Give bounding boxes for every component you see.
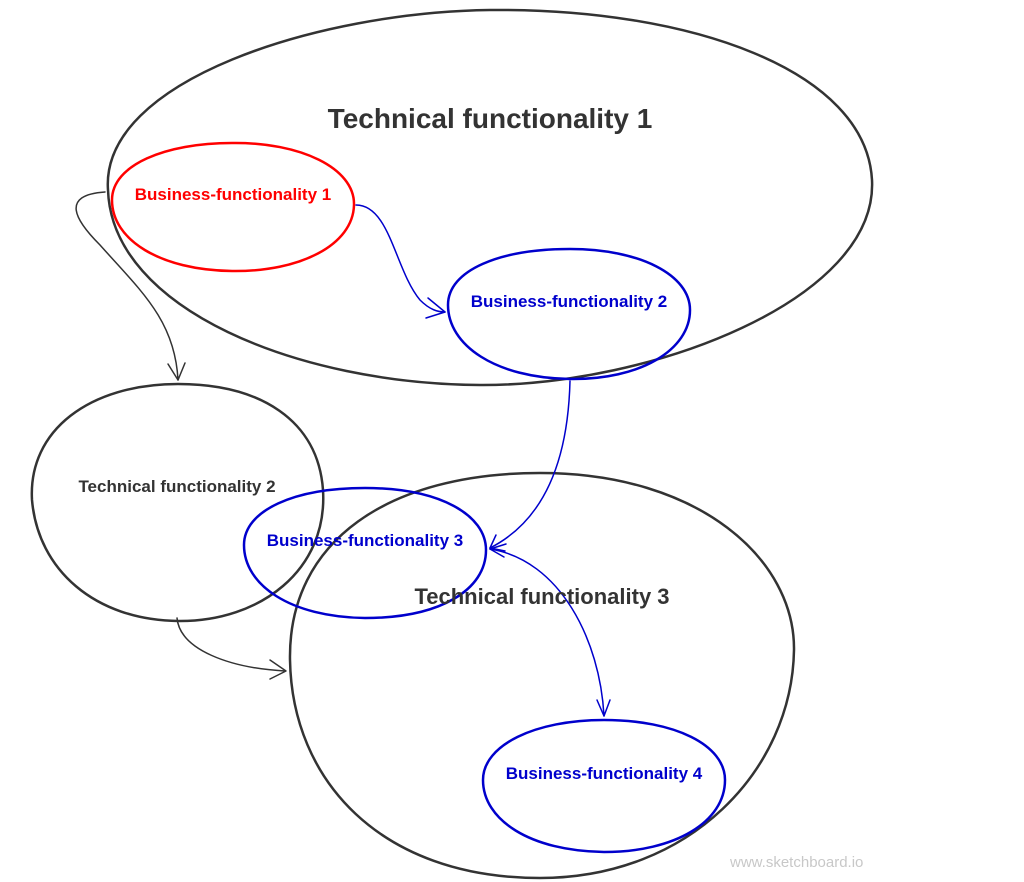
connector-bf1-to-bf2[interactable]: [355, 204, 446, 319]
business-functionality-1-shape[interactable]: [110, 141, 356, 273]
business-functionality-3-shape[interactable]: [242, 486, 488, 620]
connector-tf2-to-tf3[interactable]: [176, 617, 287, 680]
arrowhead-icon: [167, 362, 186, 381]
technical-functionality-3-label: Technical functionality 3: [414, 584, 669, 609]
business-functionality-1-label: Business-functionality 1: [135, 185, 331, 204]
business-functionality-2-shape[interactable]: [446, 247, 692, 381]
business-functionality-4-shape[interactable]: [481, 718, 727, 854]
arrowhead-icon: [425, 297, 446, 319]
business-functionality-2-label: Business-functionality 2: [471, 292, 667, 311]
business-functionality-4-label: Business-functionality 4: [506, 764, 703, 783]
technical-functionality-1-label: Technical functionality 1: [328, 103, 653, 134]
connector-bf3-to-bf4[interactable]: [489, 543, 611, 717]
arrowhead-icon: [489, 534, 506, 552]
technical-functionality-1-shape[interactable]: [106, 8, 874, 387]
watermark: www.sketchboard.io: [729, 854, 863, 871]
business-functionality-3-label: Business-functionality 3: [267, 531, 463, 550]
arrowhead-icon: [596, 699, 611, 717]
connector-bf2-to-bf3[interactable]: [489, 380, 571, 552]
arrowhead-icon: [269, 659, 287, 680]
technical-functionality-2-label: Technical functionality 2: [78, 477, 275, 496]
technical-functionality-3-shape[interactable]: [288, 471, 796, 880]
connector-tf1-to-tf2[interactable]: [75, 191, 186, 381]
arrowhead-icon: [489, 543, 507, 558]
